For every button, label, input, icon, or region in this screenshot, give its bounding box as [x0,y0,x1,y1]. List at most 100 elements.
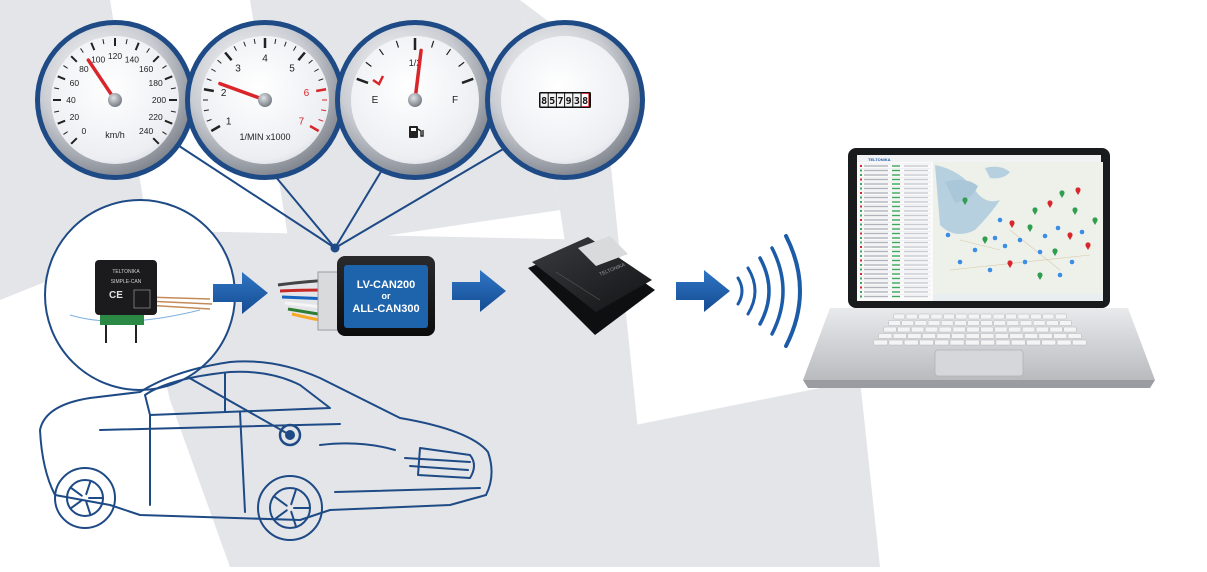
adapter-model-or: or [382,291,391,301]
map-marker [972,247,978,253]
line-tachometer [269,169,336,249]
keyboard-key [1026,339,1041,346]
list-row-text [904,259,928,262]
speedometer-tick-label: 40 [66,95,76,105]
list-row-text [864,219,888,221]
keyboard-key [873,339,888,346]
map-pin [1047,200,1053,208]
map-pin [962,197,968,205]
list-row-status [860,228,862,230]
tachometer-tick-label: 5 [289,63,295,74]
car-sensor-dot [285,430,295,440]
fuel-pump-icon [409,126,424,138]
list-row-status [860,273,862,275]
speedometer-needle [86,58,117,102]
odometer-digit-cell [581,93,590,107]
map-marker [1069,259,1075,265]
tachometer-tick [243,41,246,47]
keyboard-key [994,326,1008,333]
odometer-digit: 8 [541,96,547,107]
list-row-status [860,201,862,203]
keyboard-key [967,320,980,326]
list-row-text [904,210,928,212]
keyboard-key [934,339,950,346]
list-row-speed [892,277,900,280]
adapter-model-primary: LV-CAN200 [357,279,415,291]
list-row-status [860,187,862,190]
bg-panel-bottom [130,230,640,567]
list-row-status [860,286,862,289]
keyboard-key [878,333,893,339]
map-marker [987,267,993,273]
list-row-status [860,282,862,284]
keyboard-key [922,333,936,339]
list-row-status [860,250,862,253]
list-row-speed [892,223,900,226]
car-grille-bars [404,457,471,471]
list-row-text [864,174,888,176]
keyboard-key [927,320,941,326]
list-row-text [904,295,928,298]
can-sensor-inset: TELTONIKA SIMPLE-CAN CE [44,199,236,391]
keyboard-key [1046,320,1059,326]
tachometer-ticks [203,38,327,133]
fuel-full-label: F [452,95,458,106]
keyboard-key [1010,339,1026,346]
wheel-spoke [272,509,288,521]
speedometer-tick [152,55,160,63]
list-row-text [864,214,888,217]
list-row-text [904,196,928,199]
tachometer-tick [211,68,216,72]
list-row-text [864,232,888,235]
speedometer-tick-label: 100 [91,54,105,64]
list-row-status [860,219,862,221]
laptop-keyboard [873,313,1087,346]
list-row-text [864,282,888,284]
wheel-spoke [85,479,92,496]
speedometer-tick [54,110,60,113]
list-row-speed [892,246,900,248]
keyboard-key [930,313,943,320]
keyboard-key [980,326,994,333]
car-headlight-grille [319,442,475,479]
map-marker [1037,249,1043,255]
speedometer-tick [164,119,173,125]
speedometer-tick [63,131,68,135]
list-row-text [904,183,928,185]
list-row-status [860,268,862,271]
tachometer-tick [203,88,215,93]
list-row-text [864,183,888,185]
list-row-speed [892,228,900,230]
map-marker [1002,243,1008,249]
list-row-text [864,273,888,275]
list-row-text [904,219,928,221]
list-row-status [860,264,862,266]
wheel-spoke [69,486,83,497]
keyboard-key [919,339,934,346]
speedometer-tick [162,131,167,135]
list-row-text [864,196,888,199]
tachometer-tick [297,51,306,61]
keyboard-key [907,333,922,339]
keyboard-key [1049,326,1063,333]
keyboard-key [888,320,901,326]
tachometer-tick [315,88,327,93]
keyboard-key [1017,313,1030,320]
keyboard-key [903,339,919,346]
fuel-reserve-mark [372,75,385,86]
fuel-tick [378,48,384,56]
list-row-text [904,241,928,244]
list-row-speed [892,295,900,298]
list-row-speed [892,205,900,208]
list-row-speed [892,192,900,194]
tachometer-tick [293,46,297,51]
odometer-digit-cell [540,93,548,107]
gps-tracker-device: TELTONIKA [528,236,655,335]
tachometer-tick [224,51,233,61]
list-row-status [860,259,862,262]
tachometer-tick [309,124,320,133]
speedometer-tick [80,48,84,53]
speedometer-ticks [53,38,177,145]
gauge-hub [258,93,272,107]
